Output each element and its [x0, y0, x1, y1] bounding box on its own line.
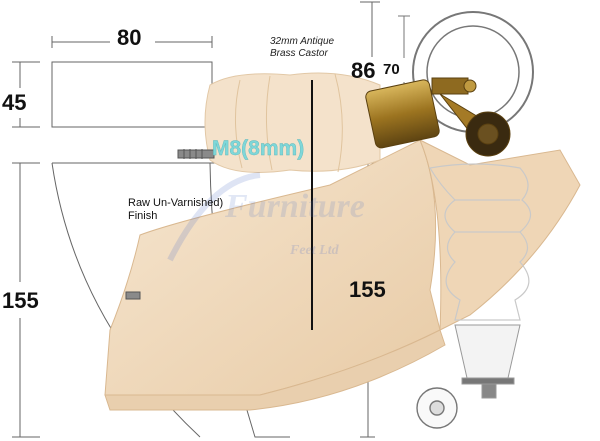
dimension-height-left: 155: [2, 288, 39, 313]
dimension-width-top: 80: [117, 25, 142, 50]
thread-label: M8(8mm): [212, 137, 305, 160]
castor-wheel-small: [416, 387, 458, 429]
castor-label: 32mm Antique Brass Castor: [270, 36, 335, 59]
brass-castor: [365, 77, 511, 157]
watermark-brand: Furniture: [225, 188, 365, 225]
dimension-height-right: 155: [349, 277, 386, 302]
finish-label: Raw Un-Varnished) Finish: [128, 197, 224, 222]
castor-cup: [454, 324, 521, 399]
top-view-outline: [12, 36, 213, 128]
leg-ghost-outline: [429, 163, 532, 321]
watermark-swoosh: [167, 172, 261, 262]
turned-leg: [204, 72, 381, 173]
dimension-castor-height: 86: [351, 58, 376, 83]
wedge-block: [104, 138, 581, 411]
thread-bolt: [125, 149, 215, 300]
dimension-height-top: 45: [2, 90, 27, 115]
dimension-castor-wheel: 70: [383, 61, 400, 78]
watermark-sub: Feet Ltd: [290, 243, 339, 258]
